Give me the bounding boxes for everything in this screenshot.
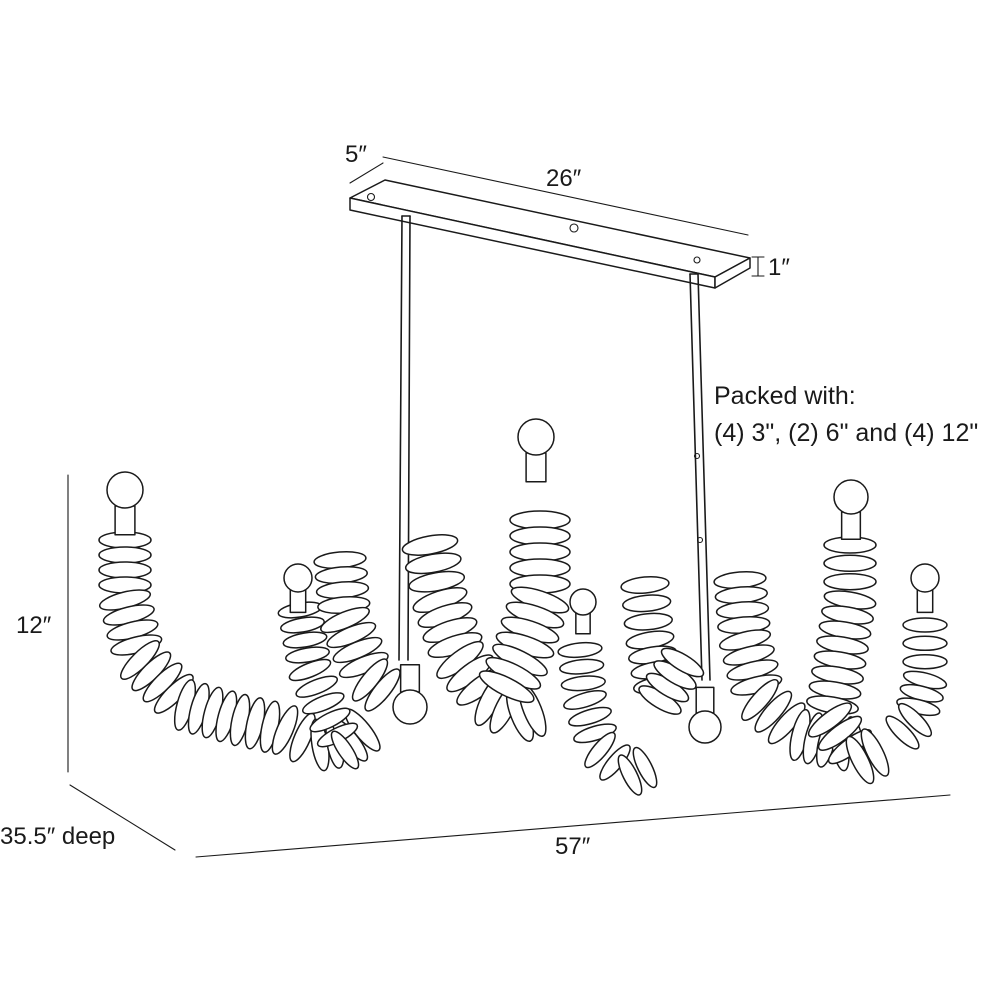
packing-note-line-2: (4) 3", (2) 6" and (4) 12" xyxy=(714,419,979,447)
canopy-dimension-lines xyxy=(349,156,765,277)
disc xyxy=(301,692,345,715)
packing-note: Packed with: (4) 3", (2) 6" and (4) 12" xyxy=(714,378,978,452)
disc xyxy=(330,730,360,770)
disc xyxy=(902,635,948,652)
disc xyxy=(620,575,670,595)
disc xyxy=(622,594,672,613)
disc xyxy=(560,675,606,692)
fixture-height-label: 12″ xyxy=(16,612,52,639)
disc xyxy=(271,705,299,755)
canopy-depth-label: 5″ xyxy=(345,141,367,168)
disc xyxy=(559,658,605,675)
disc xyxy=(660,647,705,678)
disc xyxy=(478,670,535,704)
disc xyxy=(897,702,933,738)
disc xyxy=(280,616,325,634)
bulb-icon xyxy=(569,588,597,635)
fixture-depth-label: 35.5″ deep xyxy=(0,823,116,850)
bulb-icon xyxy=(283,563,313,614)
disc xyxy=(364,668,401,712)
disc xyxy=(282,631,328,649)
disc xyxy=(902,617,948,633)
bulb-icon xyxy=(517,418,555,483)
disc xyxy=(860,728,890,777)
disc xyxy=(885,715,920,750)
disc xyxy=(288,658,332,682)
packing-note-line-1: Packed with: xyxy=(714,382,856,410)
disc xyxy=(573,723,617,744)
disc xyxy=(584,731,616,769)
garland-discs xyxy=(98,510,948,796)
disc xyxy=(741,678,779,722)
disc xyxy=(845,735,875,785)
disc xyxy=(623,612,673,631)
disc xyxy=(98,561,152,579)
disc xyxy=(617,754,643,796)
bulb-icon xyxy=(688,686,722,744)
disc xyxy=(295,675,339,698)
disc xyxy=(309,707,351,733)
bulb-icon xyxy=(392,664,428,725)
canopy-width-label: 26″ xyxy=(546,165,582,192)
bulbs xyxy=(106,418,940,744)
disc xyxy=(902,653,948,670)
disc xyxy=(568,706,612,727)
disc xyxy=(754,690,793,733)
disc xyxy=(563,690,607,710)
bulb-icon xyxy=(910,563,940,614)
fixture-width-label: 57″ xyxy=(555,833,591,860)
disc xyxy=(98,546,152,564)
disc xyxy=(823,572,877,591)
bulb-icon xyxy=(833,479,869,540)
disc xyxy=(823,554,877,573)
disc xyxy=(285,646,330,664)
overall-dimension-lines xyxy=(67,474,951,858)
disc xyxy=(557,641,603,659)
canopy-height-label: 1″ xyxy=(768,254,790,281)
disc xyxy=(632,746,658,789)
down-rods xyxy=(398,215,711,681)
bulb-icon xyxy=(106,471,144,536)
canopy xyxy=(349,179,751,289)
